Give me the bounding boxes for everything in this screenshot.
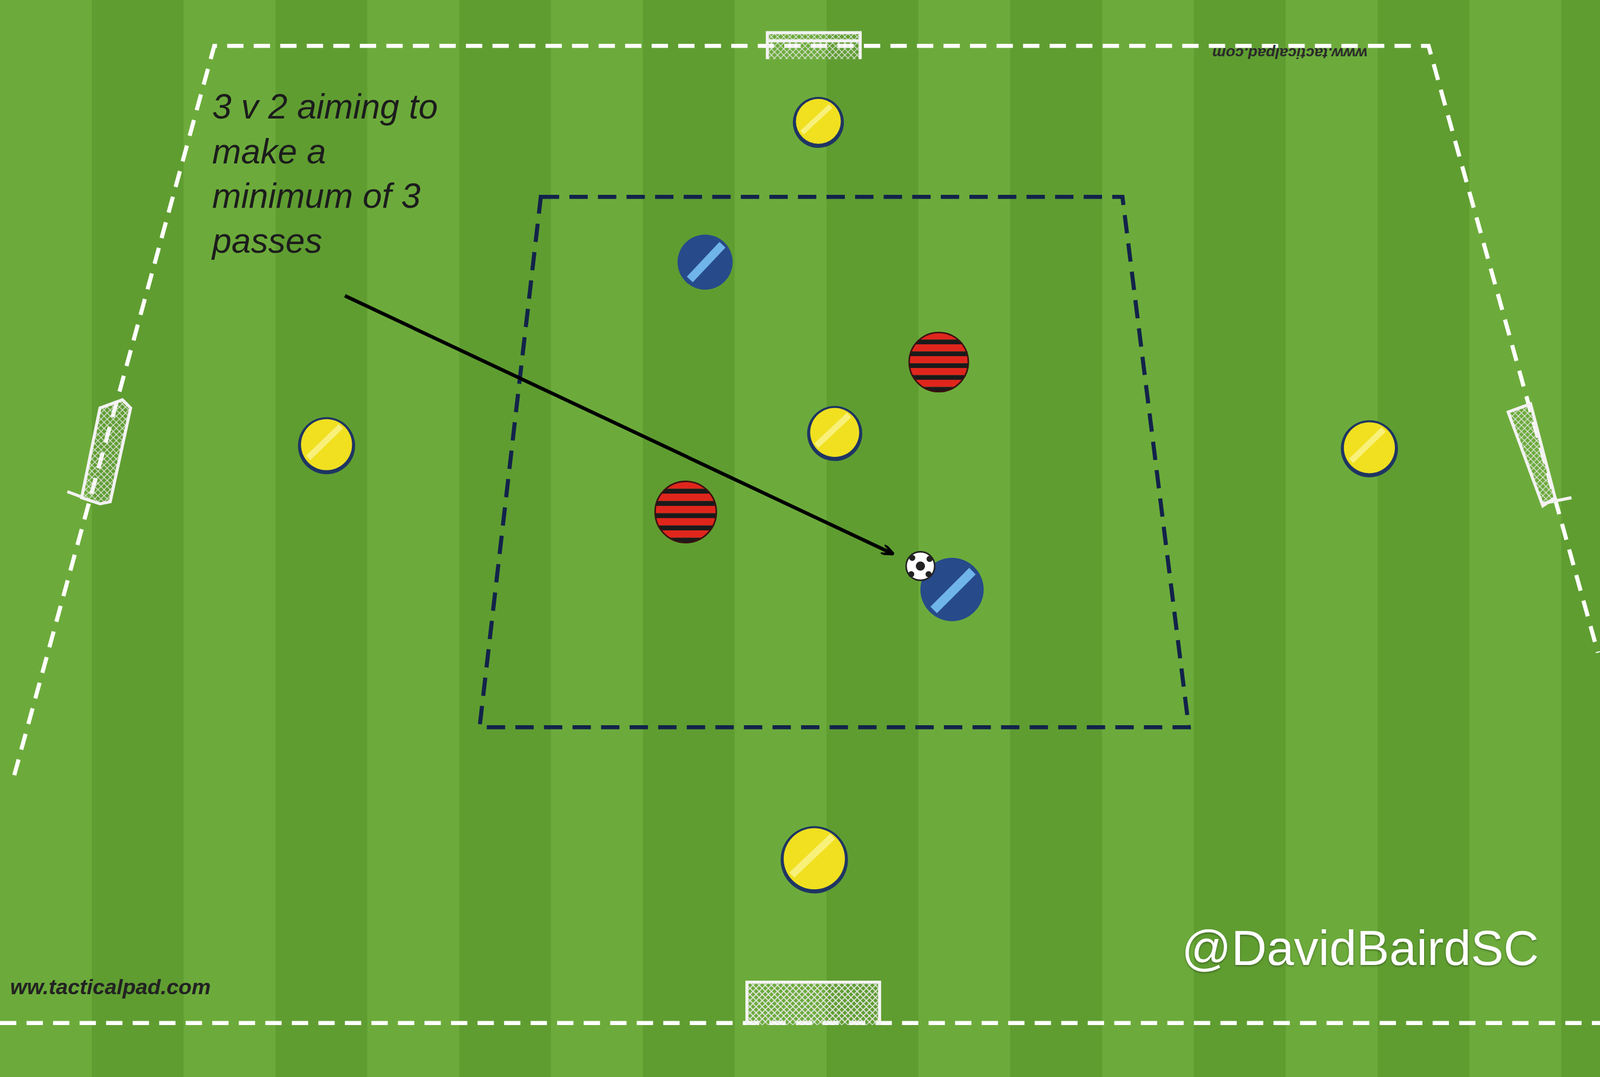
watermark: ww.tacticalpad.com: [10, 974, 211, 1001]
playing-area: [479, 197, 1189, 728]
goal: [1507, 403, 1572, 506]
leader-arrow: [344, 296, 893, 555]
goal: [67, 400, 131, 504]
blue-player: [677, 234, 733, 290]
watermark: www.tacticalpad.com: [1212, 43, 1368, 63]
yellow-player: [792, 96, 844, 148]
yellow-player: [297, 417, 356, 475]
ball: [906, 552, 935, 581]
yellow-player: [780, 825, 848, 894]
author-handle: @DavidBairdSC: [1181, 917, 1539, 980]
yellow-player: [807, 405, 863, 462]
pitch-boundary: [14, 46, 1598, 776]
drill-note: 3 v 2 aiming to make a minimum of 3 pass…: [212, 83, 463, 264]
red-player: [654, 481, 717, 543]
red-player: [909, 332, 969, 392]
goal: [767, 32, 861, 59]
yellow-player: [1340, 420, 1399, 478]
goal: [746, 982, 880, 1026]
